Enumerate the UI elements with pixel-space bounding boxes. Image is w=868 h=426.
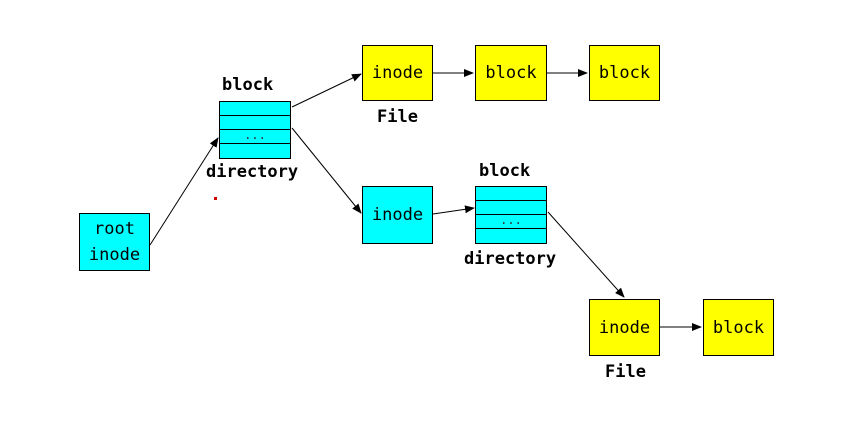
subdirectory-block-title: block — [479, 161, 531, 181]
directory-entry-ellipsis: ... — [476, 214, 546, 229]
file2-inode-box: inode — [589, 299, 660, 356]
root-inode-line2: inode — [88, 245, 141, 265]
root-inode-box: root inode — [79, 213, 150, 271]
subdirectory-block: ... — [475, 186, 547, 244]
file-data-block-2: block — [589, 45, 660, 101]
file-inode-box: inode — [362, 45, 433, 101]
file2-caption: File — [605, 362, 646, 382]
marker-dot — [214, 197, 217, 200]
directory-entry — [476, 201, 546, 215]
directory-entry — [220, 144, 290, 158]
file2-data-block: block — [703, 299, 774, 356]
directory-entry — [220, 102, 290, 116]
directory-block: ... — [219, 101, 291, 159]
directory-entry — [476, 229, 546, 243]
directory-entry — [476, 187, 546, 201]
subdirectory-caption: directory — [464, 249, 557, 269]
file-caption: File — [377, 107, 418, 127]
directory-caption: directory — [206, 162, 299, 182]
arrow-root-to-directory — [149, 137, 219, 246]
arrow-directory-to-file-inode — [291, 73, 362, 108]
root-inode-line1: root — [94, 219, 135, 239]
file-data-block-1: block — [475, 45, 547, 101]
subdirectory-inode-box: inode — [362, 186, 433, 244]
directory-entry — [220, 116, 290, 130]
arrow-directory-to-sub-inode — [291, 127, 362, 214]
arrow-sub-inode-to-directory — [432, 205, 475, 215]
directory-block-title: block — [222, 75, 274, 95]
directory-entry-ellipsis: ... — [220, 129, 290, 144]
arrow-directory-to-file2-inode — [547, 211, 625, 298]
